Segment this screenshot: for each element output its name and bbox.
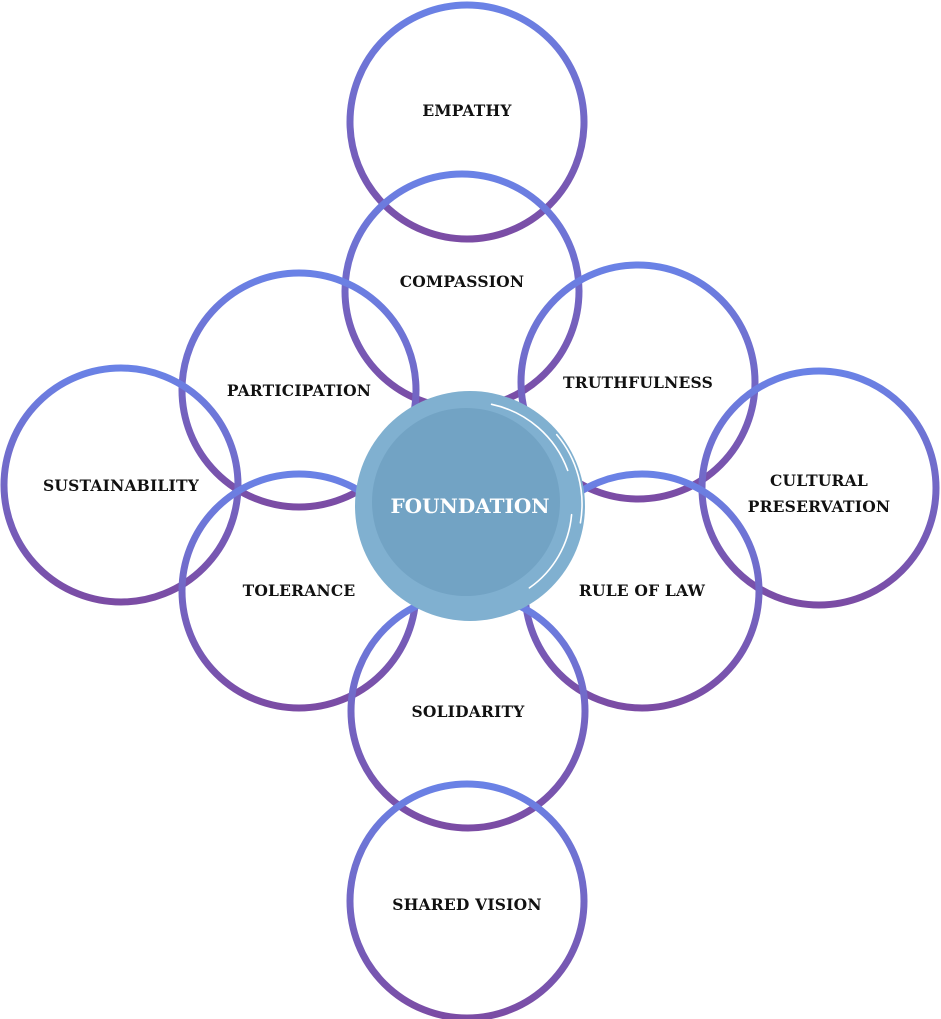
label-line: TOLERANCE <box>243 581 356 600</box>
label-shared-vision: SHARED VISION <box>392 895 541 914</box>
label-rule-of-law: RULE OF LAW <box>579 581 706 600</box>
label-sustainability: SUSTAINABILITY <box>43 476 200 495</box>
label-line: CULTURAL <box>770 471 868 490</box>
ring-compassion[interactable] <box>341 170 583 412</box>
label-line: SOLIDARITY <box>411 702 525 721</box>
label-line: PARTICIPATION <box>227 381 371 400</box>
ring-empathy[interactable] <box>346 1 588 243</box>
ring-shared-vision[interactable] <box>346 780 588 1019</box>
label-compassion: COMPASSION <box>400 272 525 291</box>
label-line: RULE OF LAW <box>579 581 706 600</box>
label-line: TRUTHFULNESS <box>563 373 713 392</box>
label-empathy: EMPATHY <box>422 101 512 120</box>
label-tolerance: TOLERANCE <box>243 581 356 600</box>
label-participation: PARTICIPATION <box>227 381 371 400</box>
label-line: SHARED VISION <box>392 895 541 914</box>
center-label: FOUNDATION <box>390 494 549 518</box>
label-line: SUSTAINABILITY <box>43 476 200 495</box>
label-line: PRESERVATION <box>748 497 891 516</box>
label-solidarity: SOLIDARITY <box>411 702 525 721</box>
ring-participation[interactable] <box>178 269 420 511</box>
center-node[interactable]: FOUNDATION <box>355 391 585 621</box>
ring-truthfulness[interactable] <box>517 261 759 503</box>
label-layer: EMPATHY COMPASSION PARTICIPATION TRUTHFULNE… <box>43 101 890 914</box>
label-line: COMPASSION <box>400 272 525 291</box>
label-truthfulness: TRUTHFULNESS <box>563 373 713 392</box>
label-line: EMPATHY <box>422 101 512 120</box>
center-brush-stroke <box>490 403 583 589</box>
ring-sustainability[interactable] <box>0 364 242 606</box>
center-circle-inner <box>372 408 560 596</box>
label-cultural-preservation: CULTURAL PRESERVATION <box>748 471 891 516</box>
